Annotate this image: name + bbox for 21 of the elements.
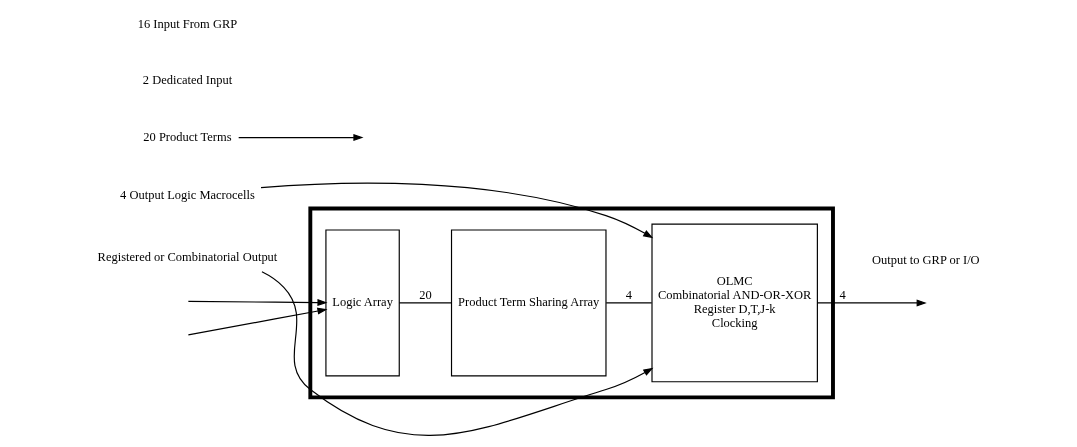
- label: 16 Input From GRP: [137, 17, 238, 32]
- connector: [398, 302, 452, 304]
- arrow: [238, 134, 364, 142]
- edge-label: 4: [625, 287, 633, 302]
- arrow: [816, 299, 927, 307]
- node-text: 4 Output Logic Macrocells: [120, 188, 255, 203]
- node-box: OLMC Combinatorial AND-OR-XOR Register D,T,J-k Clocking: [651, 223, 818, 383]
- label: 2 Dedicated Input: [142, 73, 233, 88]
- node-box: Logic Array: [325, 229, 400, 377]
- node-text: 20 Product Terms: [143, 129, 232, 144]
- node-box: Product Term Sharing Array: [450, 229, 607, 377]
- arrow: [261, 271, 654, 436]
- edge-label: 4: [839, 287, 846, 302]
- edge-label: 20: [419, 287, 432, 302]
- arrow: [187, 307, 328, 336]
- connector: [605, 302, 653, 304]
- arrow: [260, 182, 654, 239]
- arrow: [187, 299, 328, 307]
- node-text: Registered or Combinatorial Output: [97, 249, 278, 264]
- cluster: [308, 206, 835, 400]
- label: Output to GRP or I/O: [872, 252, 980, 267]
